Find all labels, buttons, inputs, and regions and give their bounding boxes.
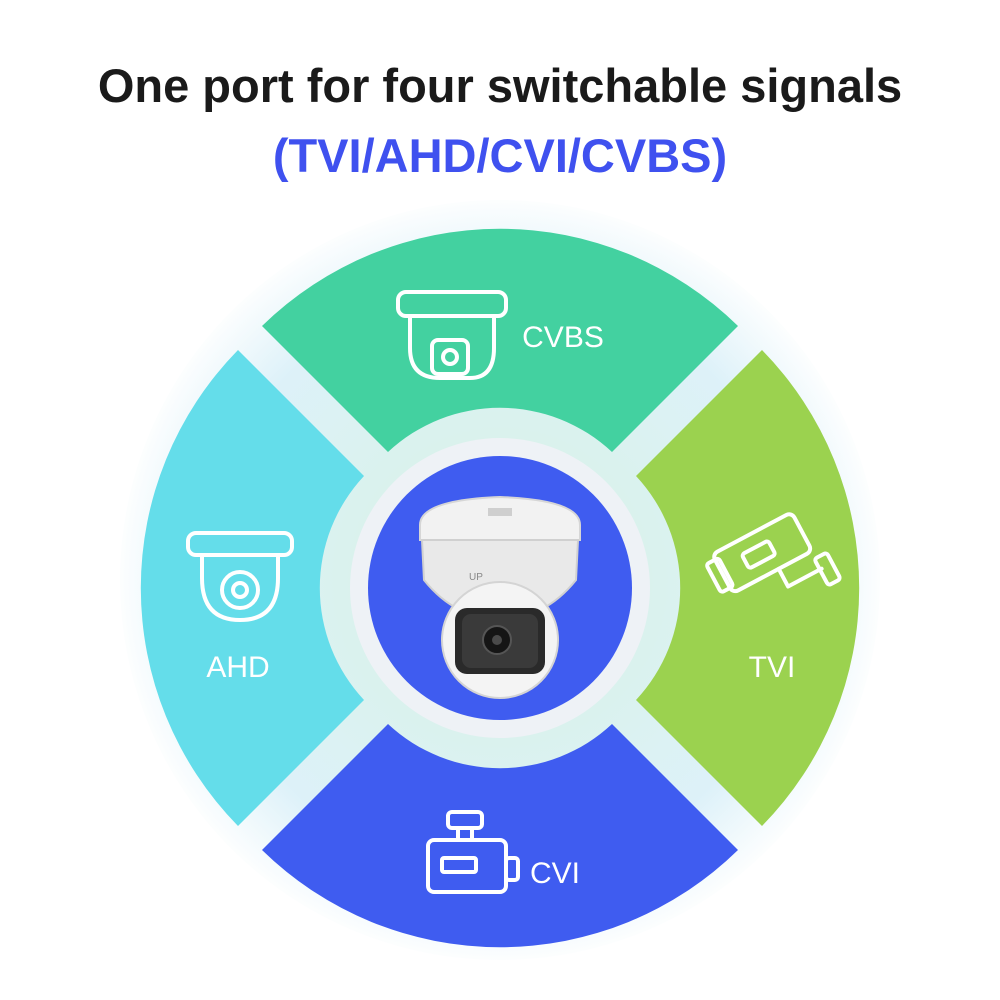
tvi-label: TVI (749, 651, 796, 684)
ahd-label: AHD (206, 651, 269, 684)
title-line-2: (TVI/AHD/CVI/CVBS) (272, 129, 728, 182)
dome-camera-icon (396, 290, 508, 380)
bullet-camera-icon (705, 512, 842, 594)
title-line-1: One port for four switchable signals (97, 59, 903, 112)
box-camera-icon (426, 810, 520, 894)
turret-camera-photo: UP (419, 495, 581, 699)
cvbs-segment (262, 228, 738, 452)
turret-camera-icon (186, 531, 294, 622)
cvi-segment (262, 724, 738, 948)
cvbs-label: CVBS (522, 321, 604, 354)
tvi-segment (636, 350, 860, 826)
cvi-label: CVI (530, 857, 580, 890)
svg-text:UP: UP (469, 572, 483, 583)
ahd-segment (140, 350, 364, 826)
